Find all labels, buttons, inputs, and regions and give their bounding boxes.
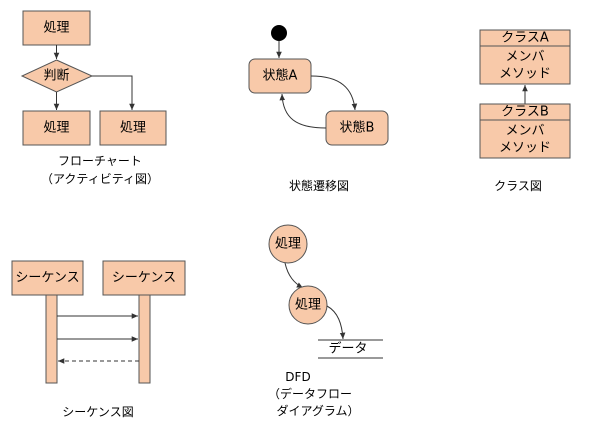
class-a-members: メンバ — [505, 50, 544, 65]
class-a-name: クラスA — [501, 31, 549, 46]
dfd-process-1-circle — [268, 224, 308, 264]
dfd-process-1-label: 処理 — [275, 237, 301, 252]
state-initial-node — [271, 25, 287, 41]
sequence-lifeline-left-label: シーケンス — [15, 271, 79, 286]
sequence-lifeline-left-head — [11, 260, 84, 296]
class-b-members: メンバ — [505, 124, 544, 139]
flowchart-caption-line-1: フローチャート — [58, 154, 142, 168]
flowchart-process-right-label: 処理 — [120, 121, 146, 136]
flowchart-decision-label: 判断 — [43, 69, 69, 84]
dfd-caption-line-2: （データフロー — [268, 386, 352, 401]
flowchart-group: 処理 判断 処理 処理 フローチャート （アクティビティ図） — [20, 10, 167, 186]
sequence-activation-right — [138, 294, 151, 384]
dfd-group: 処理 処理 データ DFD （データフロー ダイアグラム） — [268, 224, 383, 418]
sequence-activation-left — [45, 294, 58, 384]
dfd-process-2-label: 処理 — [295, 298, 321, 313]
sequence-diagram-group: シーケンス シーケンス シーケンス図 — [11, 260, 186, 419]
flowchart-process-right-box — [99, 110, 167, 146]
flowchart-process-left-box — [22, 110, 91, 146]
flowchart-process-left-label: 処理 — [43, 121, 69, 136]
flowchart-arrow-decision-to-right — [92, 75, 135, 110]
class-b-name: クラスB — [501, 105, 549, 120]
dfd-flow-1-to-2 — [284, 262, 304, 289]
flowchart-process-top-label: 処理 — [43, 21, 69, 36]
flowchart-caption-line-2: （アクティビティ図） — [41, 172, 159, 186]
class-diagram-group: クラスA メンバ メソッド クラスB メンバ メソッド クラス図 — [479, 29, 571, 193]
class-b-body-compartment — [479, 119, 571, 159]
class-b-methods: メソッド — [499, 141, 551, 156]
dfd-caption-line-3: ダイアグラム） — [276, 403, 359, 418]
dfd-caption-line-1: DFD — [285, 370, 310, 384]
state-arrow-a-to-b — [310, 75, 358, 111]
state-a-label: 状態A — [263, 68, 298, 84]
state-caption: 状態遷移図 — [289, 178, 349, 193]
state-b-label: 状態B — [340, 120, 375, 136]
flowchart-process-top-box — [22, 10, 91, 46]
sequence-lifeline-right-label: シーケンス — [112, 271, 176, 286]
dfd-datastore-label: データ — [328, 341, 367, 357]
state-diagram-group: 状態A 状態B 状態遷移図 — [248, 25, 389, 193]
sequence-caption: シーケンス図 — [62, 405, 133, 419]
dfd-flow-2-to-store — [326, 305, 346, 340]
sequence-lifeline-right-head — [102, 260, 186, 296]
class-caption: クラス図 — [494, 179, 542, 193]
class-a-body-compartment — [479, 45, 571, 85]
state-arrow-b-to-a — [279, 93, 327, 129]
dfd-process-2-circle — [288, 285, 328, 325]
class-a-methods: メソッド — [499, 67, 551, 82]
